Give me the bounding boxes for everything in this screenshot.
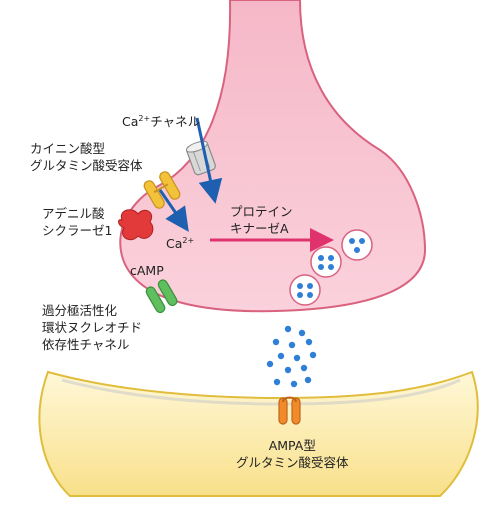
pka-label-line1: プロテイン — [230, 204, 293, 219]
calcium-channel-arrow — [195, 117, 223, 204]
kainate-label-line1: カイニン酸型 — [30, 141, 106, 156]
glutamate-molecules — [266, 325, 317, 388]
hcn-channel-icon — [145, 279, 178, 314]
hcn-label-line2: 環状ヌクレオチド — [42, 320, 143, 335]
kainate-receptor-label: カイニン酸型 グルタミン酸受容体 — [30, 140, 143, 174]
postsynaptic-terminal — [38, 370, 479, 497]
adenylyl-cyclase-label: アデニル酸 シクラーゼ1 — [42, 205, 112, 239]
camp-label: cAMP — [130, 263, 164, 278]
synaptic-vesicle — [310, 246, 342, 278]
ampa-label-line2: グルタミン酸受容体 — [236, 455, 349, 470]
ampa-receptor-label: AMPA型 グルタミン酸受容体 — [236, 437, 349, 471]
calcium-channel-label: Ca2+チャネル — [122, 114, 201, 130]
synaptic-vesicle — [341, 229, 373, 261]
hcn-channel-label: 過分極活性化 環状ヌクレオチド 依存性チャネル — [42, 302, 142, 353]
ac-label-line1: アデニル酸 — [42, 206, 105, 221]
presynaptic-terminal — [119, 0, 427, 313]
ampa-label-line1: AMPA型 — [268, 438, 316, 453]
pka-label-line2: キナーゼA — [230, 221, 289, 236]
adenylyl-cyclase-icon — [118, 209, 154, 241]
pka-label: プロテイン キナーゼA — [230, 203, 293, 237]
kainate-label-line2: グルタミン酸受容体 — [30, 158, 143, 173]
ac-label-line2: シクラーゼ1 — [42, 223, 113, 238]
kainate-arrow — [158, 189, 189, 232]
hcn-label-line1: 過分極活性化 — [42, 303, 118, 318]
synaptic-vesicle — [289, 274, 321, 306]
kainate-receptor-icon — [143, 171, 181, 209]
ampa-receptor-icon — [278, 396, 301, 425]
calcium-ion-label: Ca2+ — [166, 236, 195, 252]
hcn-label-line3: 依存性チャネル — [42, 337, 130, 352]
